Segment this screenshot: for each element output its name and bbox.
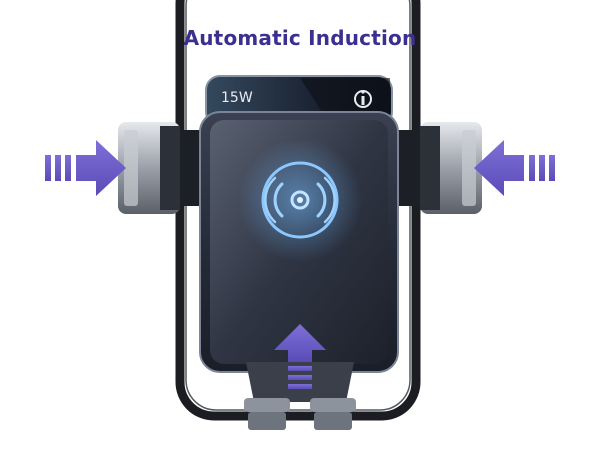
arrow-right-icon [474, 140, 555, 196]
left-clamp-arm [118, 122, 210, 214]
power-rating-label: 15W [221, 90, 253, 106]
arrow-left-icon [45, 140, 126, 196]
arrow-up-icon [274, 324, 326, 389]
wireless-charging-icon [238, 138, 362, 262]
headline-text: Automatic Induction [183, 26, 417, 50]
bottom-support-foot [244, 362, 356, 430]
qi-logo-icon [354, 90, 372, 108]
right-clamp-arm [390, 122, 482, 214]
